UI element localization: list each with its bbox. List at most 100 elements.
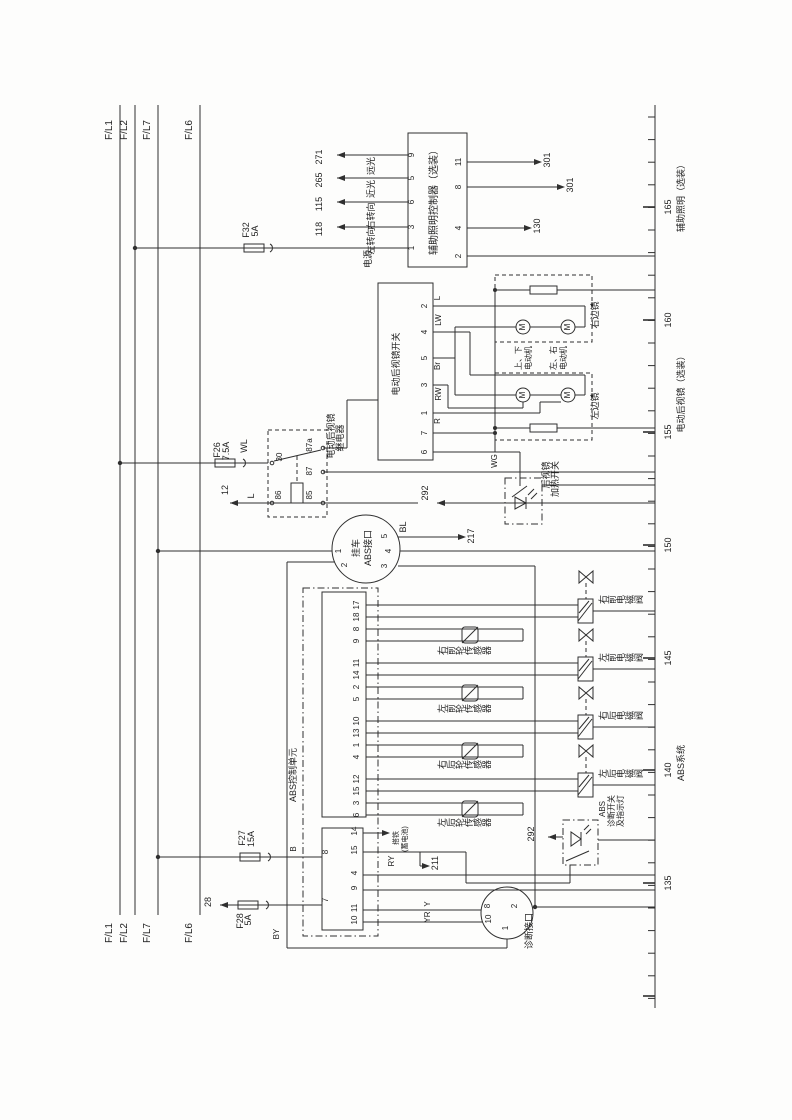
mirror-switch-box bbox=[377, 282, 434, 461]
bus-label-fl2-bottom: F/L2 bbox=[119, 923, 130, 943]
wire-rw: RW bbox=[434, 387, 443, 401]
wire-bl: BL bbox=[398, 521, 408, 532]
trailer-title-2: ABS接口 bbox=[362, 530, 373, 566]
left-mirror-box bbox=[494, 372, 593, 441]
diag-pin-2: 2 bbox=[510, 903, 519, 908]
left-mirror-heater-resistor bbox=[529, 423, 558, 433]
trailer-pin-1: 1 bbox=[334, 548, 343, 553]
abs-pin-17: 17 bbox=[352, 600, 361, 609]
ruler-145: 145 bbox=[663, 650, 673, 665]
abs-pin-14u: 14 bbox=[352, 670, 361, 679]
fuse-f28-name: F28 bbox=[235, 913, 245, 929]
aux-pin-2: 2 bbox=[454, 253, 463, 258]
diagnostic-connector bbox=[480, 886, 655, 940]
ref-12: 12 bbox=[220, 485, 230, 495]
wire-b: B bbox=[289, 846, 298, 851]
heater-title-2: 加热开关 bbox=[549, 461, 560, 497]
abs-unit-upper-connector bbox=[321, 591, 367, 818]
heater-switch-box bbox=[504, 477, 543, 525]
ruler-165: 165 bbox=[663, 199, 673, 214]
aux-ref-265: 265 bbox=[314, 172, 324, 187]
pneumatic-valve-symbols bbox=[578, 569, 594, 773]
ground-battery-label-2: (蓄电池) bbox=[400, 826, 409, 852]
motor-updown-label-1: 上、下 bbox=[514, 346, 523, 370]
section-abs: ABS系统 bbox=[675, 745, 686, 781]
fuse-f27-amp: 15A bbox=[246, 831, 256, 847]
abs-pin-1u: 1 bbox=[352, 742, 361, 747]
mirror-switch-title: 电动后视镜开关 bbox=[390, 332, 401, 395]
wire-r: R bbox=[433, 418, 442, 424]
diag-switch-title-3: 及指示灯 bbox=[615, 795, 625, 827]
ruler-140: 140 bbox=[663, 762, 673, 777]
fuse-f32-name: F32 bbox=[241, 222, 251, 238]
aux-pin-6: 6 bbox=[407, 199, 416, 204]
valve-label-lf: 左前电磁阀 bbox=[597, 653, 644, 662]
abs-unit-outer-box bbox=[302, 587, 379, 937]
relay-title-1: 电动后视镜 bbox=[325, 413, 336, 458]
fuse-f26 bbox=[214, 458, 236, 468]
relay-title-2: 继电器 bbox=[334, 424, 345, 451]
trailer-abs-circle bbox=[331, 514, 401, 584]
ref-211: 211 bbox=[430, 856, 440, 870]
aux-ref-115: 115 bbox=[314, 197, 324, 211]
abs-pin-15u: 15 bbox=[352, 786, 361, 795]
abs-pin-4u: 4 bbox=[352, 754, 361, 759]
wire-l: L bbox=[433, 295, 442, 300]
motor-leftright-label-2: 电动机 bbox=[558, 346, 568, 370]
fuse-f32-amp: 5A bbox=[250, 225, 260, 236]
fuse-f27 bbox=[239, 852, 261, 862]
wire-br: Br bbox=[433, 362, 442, 370]
relay-pin-30: 30 bbox=[275, 452, 284, 461]
right-mirror-label: 右边镜 bbox=[589, 301, 600, 328]
aux-pin-9: 9 bbox=[407, 152, 416, 157]
abs-pin-3u: 3 bbox=[352, 800, 361, 805]
trailer-title-1: 挂车 bbox=[350, 539, 361, 557]
fuse-f28 bbox=[237, 900, 259, 910]
aux-pin-1: 1 bbox=[407, 245, 416, 250]
abs-unit-lower-connector bbox=[321, 827, 364, 931]
valve-label-lr: 左后电磁阀 bbox=[597, 769, 644, 778]
sensor-label-rf: 右前轮传感器 bbox=[436, 646, 492, 655]
sw-pin-3: 3 bbox=[420, 382, 429, 387]
ground-rail bbox=[643, 105, 656, 1008]
abs-warning-lamp bbox=[570, 831, 582, 847]
abs-pin-9l: 9 bbox=[350, 885, 359, 890]
wire-wg: WG bbox=[490, 454, 499, 468]
diag-pin-8: 8 bbox=[483, 903, 492, 908]
trailer-abs-connector bbox=[155, 514, 655, 949]
diag-pin-1: 1 bbox=[501, 925, 510, 930]
valve-label-rr: 右后电磁阀 bbox=[597, 711, 644, 720]
diag-conn-title: 诊断接口 bbox=[523, 913, 534, 949]
sw-pin-2: 2 bbox=[420, 303, 429, 308]
ground-battery-label-1: 搭铁 bbox=[391, 831, 400, 845]
bus-label-fl6-top: F/L6 bbox=[184, 120, 195, 140]
sensor-label-lf: 左前轮传感器 bbox=[436, 704, 492, 713]
diag-switch-title-2: 诊断开关 bbox=[606, 795, 616, 827]
aux-lighting-controller bbox=[132, 132, 655, 268]
sw-pin-5: 5 bbox=[420, 355, 429, 360]
ruler-155: 155 bbox=[663, 424, 673, 439]
abs-pin-11l: 11 bbox=[350, 903, 359, 912]
abs-diagnostic-switch bbox=[548, 819, 655, 866]
fuse-f26-name: F26 bbox=[212, 442, 222, 458]
ref-217: 217 bbox=[466, 528, 476, 543]
motor-m-3: M bbox=[518, 391, 527, 398]
wire-yr: YR bbox=[423, 911, 432, 922]
abs-pin-5u: 5 bbox=[352, 696, 361, 701]
heater-indicator-lamp bbox=[514, 496, 528, 510]
bus-label-fl1-bottom: F/L1 bbox=[104, 923, 115, 943]
ref-292-diag: 292 bbox=[526, 826, 536, 841]
aux-ref-301b: 301 bbox=[565, 177, 575, 192]
ref-28: 28 bbox=[203, 897, 213, 907]
abs-pin-8l: 8 bbox=[321, 849, 330, 854]
sw-pin-6: 6 bbox=[420, 449, 429, 454]
abs-pin-10l: 10 bbox=[350, 915, 359, 924]
mirror-heater-switch bbox=[437, 477, 655, 525]
sw-pin-7: 7 bbox=[420, 430, 429, 435]
abs-pin-15l: 15 bbox=[350, 845, 359, 854]
aux-wire-highbeam: 远光 bbox=[365, 157, 376, 175]
motor-m-4: M bbox=[563, 391, 572, 398]
power-bus-lines bbox=[119, 105, 201, 915]
aux-ref-118: 118 bbox=[314, 222, 324, 236]
